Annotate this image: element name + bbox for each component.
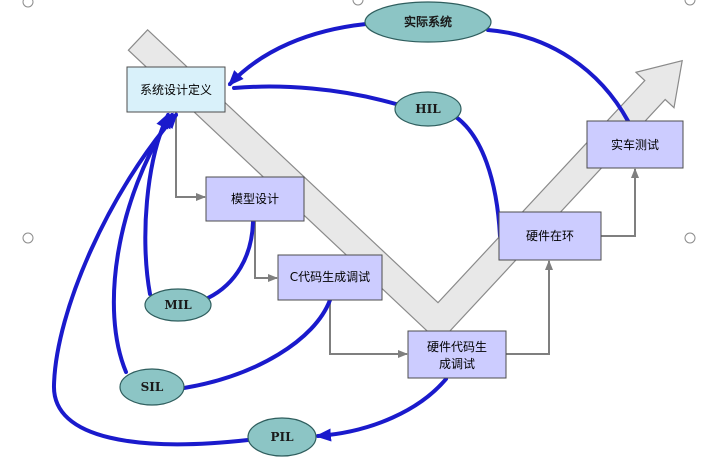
curve-sil-to-system-design: [111, 112, 174, 374]
curve-pil-to-system-design: [51, 112, 250, 447]
box-c-code: C代码生成调试: [277, 254, 383, 301]
ellipse-real-system-shape: [364, 1, 492, 43]
box-hil-label: 硬件在环: [526, 229, 574, 243]
box-system-design: 系统设计定义: [126, 66, 226, 113]
box-model-design: 模型设计: [205, 176, 305, 222]
ellipse-hil-label: HIL: [415, 102, 441, 116]
ellipse-pil: PIL: [247, 417, 317, 457]
selection-handle-top-left[interactable]: [22, 0, 34, 8]
ellipse-pil-shape: [247, 417, 317, 457]
ellipse-sil-label: SIL: [141, 380, 164, 394]
selection-handle-top-center[interactable]: [352, 0, 364, 6]
box-hil-rect: [498, 211, 602, 261]
box-vehicle-test-rect: [586, 120, 684, 169]
box-hw-code: 硬件代码生 成调试: [407, 330, 507, 379]
box-model-design-label: 模型设计: [231, 192, 279, 206]
box-hw-code-label-line1: 硬件代码生: [427, 340, 487, 354]
flow-connectors: [175, 112, 639, 358]
ellipse-mil-shape: [144, 288, 212, 322]
box-system-design-rect: [126, 66, 226, 113]
curve-model-to-mil: [206, 220, 255, 300]
selection-handle-middle-left[interactable]: [22, 232, 34, 244]
connector-hw-code-to-hil-box: [506, 260, 553, 355]
v-arrow-fill: [128, 29, 683, 343]
box-vehicle-test: 实车测试: [586, 120, 684, 169]
connector-hil-box-to-vehicle-test: [601, 168, 639, 237]
box-hw-code-rect: [407, 330, 507, 379]
ellipse-mil: MIL: [144, 288, 212, 322]
ellipse-hil-shape: [394, 91, 462, 127]
selection-handle-middle-right[interactable]: [684, 232, 696, 244]
feedback-curves: [51, 22, 630, 447]
ellipse-mil-label: MIL: [164, 298, 192, 312]
ellipse-real-system: 实际系统: [364, 1, 492, 43]
box-c-code-rect: [277, 254, 383, 301]
curve-hil-box-to-hil: [454, 115, 502, 238]
ellipse-hil: HIL: [394, 91, 462, 127]
ellipse-real-system-label: 实际系统: [404, 14, 452, 29]
box-c-code-label: C代码生成调试: [290, 269, 370, 284]
ellipse-sil: SIL: [119, 368, 185, 406]
curve-vehicle-test-to-real-system: [486, 28, 630, 123]
connector-model-to-c-code: [254, 221, 278, 282]
connector-system-to-model: [175, 112, 206, 201]
box-system-design-label: 系统设计定义: [140, 82, 212, 97]
selection-handle-top-right[interactable]: [684, 0, 696, 6]
ellipse-sil-shape: [119, 368, 185, 406]
curve-hil-to-system-design: [232, 84, 398, 106]
box-hil: 硬件在环: [498, 211, 602, 261]
box-hw-code-label-line2: 成调试: [439, 356, 475, 371]
curve-real-system-to-system-design: [227, 22, 368, 87]
connector-c-code-to-hw-code: [329, 300, 408, 358]
box-model-design-rect: [205, 176, 305, 222]
curve-hw-code-to-pil: [315, 377, 448, 442]
ellipse-pil-label: PIL: [270, 430, 294, 444]
curve-c-code-to-sil: [182, 298, 332, 390]
box-vehicle-test-label: 实车测试: [611, 137, 659, 152]
